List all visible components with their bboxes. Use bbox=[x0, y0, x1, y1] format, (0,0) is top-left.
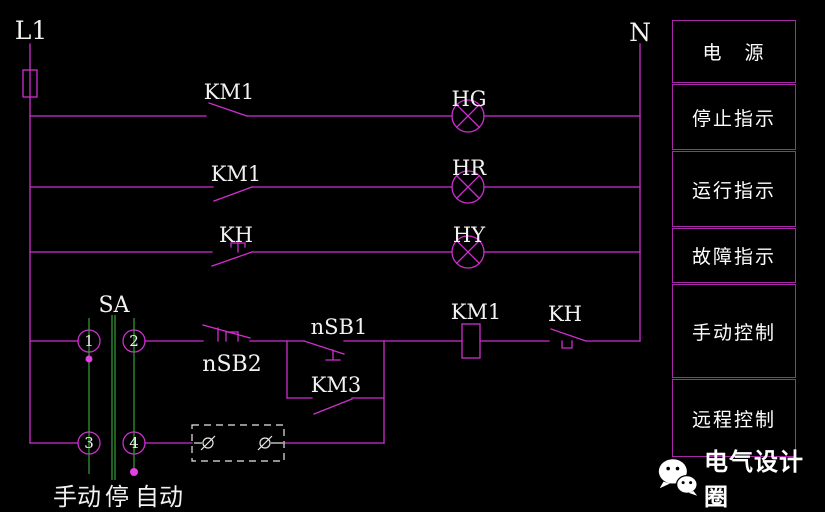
lamp-hr bbox=[451, 170, 485, 204]
label-km1-coil: KM1 bbox=[451, 300, 502, 324]
label-sa: SA bbox=[99, 293, 131, 318]
contact-km1-row2 bbox=[213, 186, 253, 202]
contact-km3 bbox=[313, 398, 353, 415]
label-position-manual: 手动 bbox=[53, 483, 101, 511]
wechat-icon bbox=[658, 459, 698, 496]
pushbutton-nsb2-nc bbox=[202, 324, 251, 342]
label-km3: KM3 bbox=[311, 373, 362, 397]
remote-contact-box bbox=[191, 424, 285, 462]
label-l1: L1 bbox=[15, 16, 48, 45]
label-n: N bbox=[629, 18, 651, 47]
sa-position-dot-bottom bbox=[130, 468, 138, 476]
label-position-auto: 自动 bbox=[135, 483, 183, 511]
thermal-relay-kh-contact bbox=[550, 328, 587, 349]
pushbutton-nsb1-no bbox=[303, 340, 345, 361]
coil-km1 bbox=[461, 323, 481, 359]
sa-terminal-4-number: 4 bbox=[129, 434, 139, 452]
label-hg: HG bbox=[451, 87, 486, 111]
rung-fault-indication bbox=[29, 235, 641, 269]
legend-row-manual-control: 手动控制 bbox=[672, 284, 796, 378]
label-nsb2: nSB2 bbox=[202, 352, 261, 377]
rung-stop-indication bbox=[29, 99, 641, 133]
contact-km1-row1 bbox=[208, 102, 248, 117]
label-km1-row2: KM1 bbox=[211, 162, 262, 186]
legend-row-power: 电 源 bbox=[672, 20, 796, 83]
label-km1-row1: KM1 bbox=[204, 80, 255, 104]
brand-name: 电气设计圈 bbox=[704, 449, 805, 511]
label-hr: HR bbox=[452, 156, 487, 180]
label-kh-thermal: KH bbox=[548, 302, 582, 326]
legend-row-stop-indication: 停止指示 bbox=[672, 84, 796, 150]
bottom-border-line bbox=[0, 512, 825, 515]
sa-position-dot-top bbox=[85, 355, 93, 363]
remote-contact-symbol-left bbox=[200, 435, 216, 451]
sa-selector-shaft bbox=[88, 315, 135, 480]
legend-row-fault-indication: 故障指示 bbox=[672, 228, 796, 283]
rung-run-indication bbox=[29, 170, 641, 204]
sa-terminal-2-number: 2 bbox=[129, 332, 139, 350]
contact-kh-row3 bbox=[211, 242, 253, 267]
fuse-symbol bbox=[22, 69, 38, 98]
sa-terminal-3-number: 3 bbox=[84, 434, 94, 452]
label-hy: HY bbox=[453, 223, 486, 247]
legend-row-run-indication: 运行指示 bbox=[672, 151, 796, 227]
remote-contact-symbol-right bbox=[257, 435, 273, 451]
branch-km3-seal-in bbox=[286, 340, 385, 444]
legend-row-remote-control: 远程控制 bbox=[672, 379, 796, 457]
brand-footer: 电气设计圈 bbox=[656, 449, 821, 511]
label-position-stop: 停 bbox=[105, 483, 129, 511]
label-kh-row3: KH bbox=[219, 223, 253, 247]
label-nsb1: nSB1 bbox=[311, 315, 368, 339]
sa-terminal-1-number: 1 bbox=[84, 332, 94, 350]
rung-remote bbox=[29, 431, 385, 455]
